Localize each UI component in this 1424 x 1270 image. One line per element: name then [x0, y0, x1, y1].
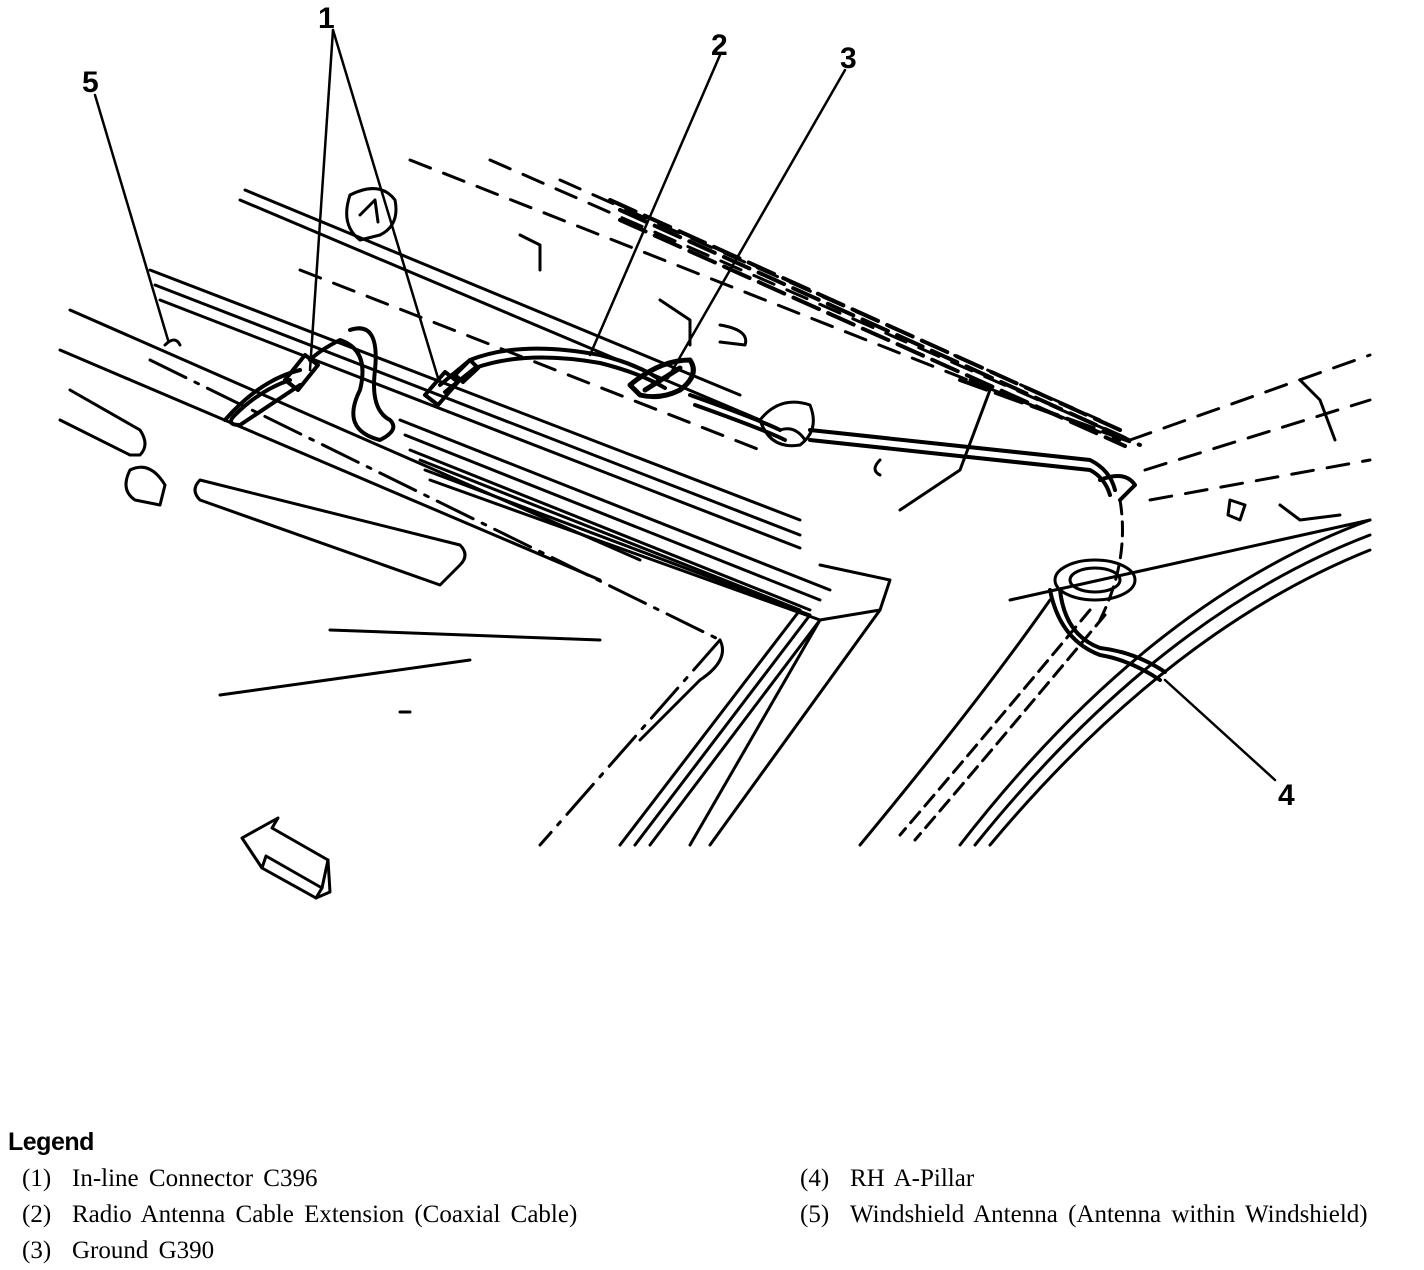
grommets: [758, 400, 1137, 602]
leader-lines: [93, 28, 1277, 782]
callout-5: 5: [82, 66, 99, 99]
callout-2: 2: [711, 29, 728, 62]
legend: Legend (1)In-line Connector C396 (2)Radi…: [8, 1128, 1418, 1269]
ground-g390: [627, 357, 696, 400]
center-line: [148, 358, 722, 847]
windshield-frame: [418, 458, 892, 847]
legend-column-left: (1)In-line Connector C396 (2)Radio Anten…: [8, 1161, 800, 1269]
roof-edge-dashed: [298, 158, 1372, 502]
antenna-routing-diagram: 1 2 3 4 5: [58, 2, 1372, 900]
direction-arrow-icon: [240, 816, 332, 900]
legend-column-right: (4)RH A-Pillar (5)Windshield Antenna (An…: [800, 1161, 1368, 1269]
a-pillar: [858, 518, 1372, 847]
header-stripes: [608, 198, 1142, 448]
legend-title: Legend: [8, 1128, 94, 1156]
windshield-antenna-marker: [163, 338, 182, 347]
inline-connector-c396: [283, 353, 480, 407]
callout-3: 3: [840, 42, 857, 75]
legend-item: (2)Radio Antenna Cable Extension (Coaxia…: [22, 1201, 578, 1228]
callout-1: 1: [318, 2, 335, 35]
a-pillar-dashed: [898, 498, 1124, 842]
legend-item: (1)In-line Connector C396: [22, 1165, 318, 1192]
trim-panels: [58, 388, 602, 714]
callout-4: 4: [1278, 779, 1295, 812]
legend-item: (4)RH A-Pillar: [800, 1165, 975, 1192]
windshield-header: [58, 188, 832, 612]
legend-item: (3)Ground G390: [22, 1237, 215, 1264]
coaxial-cable: [223, 326, 1167, 682]
legend-item: (5)Windshield Antenna (Antenna within Wi…: [800, 1201, 1368, 1228]
